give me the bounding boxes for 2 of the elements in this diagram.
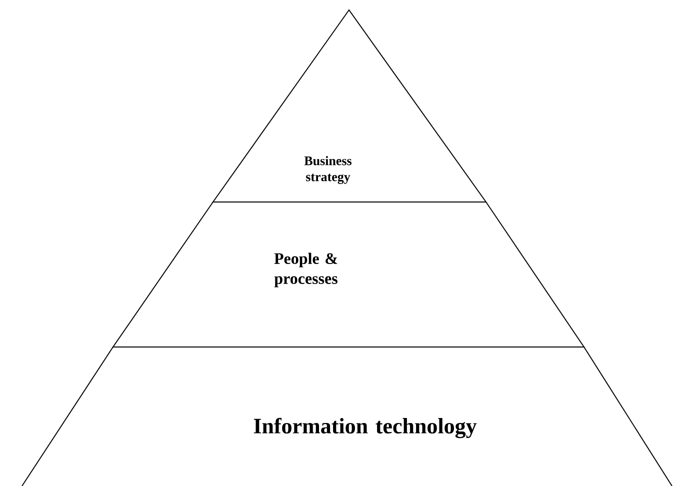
pyramid-layer: People & processes	[112, 202, 585, 348]
pyramid-layer: Information technology	[22, 346, 672, 486]
